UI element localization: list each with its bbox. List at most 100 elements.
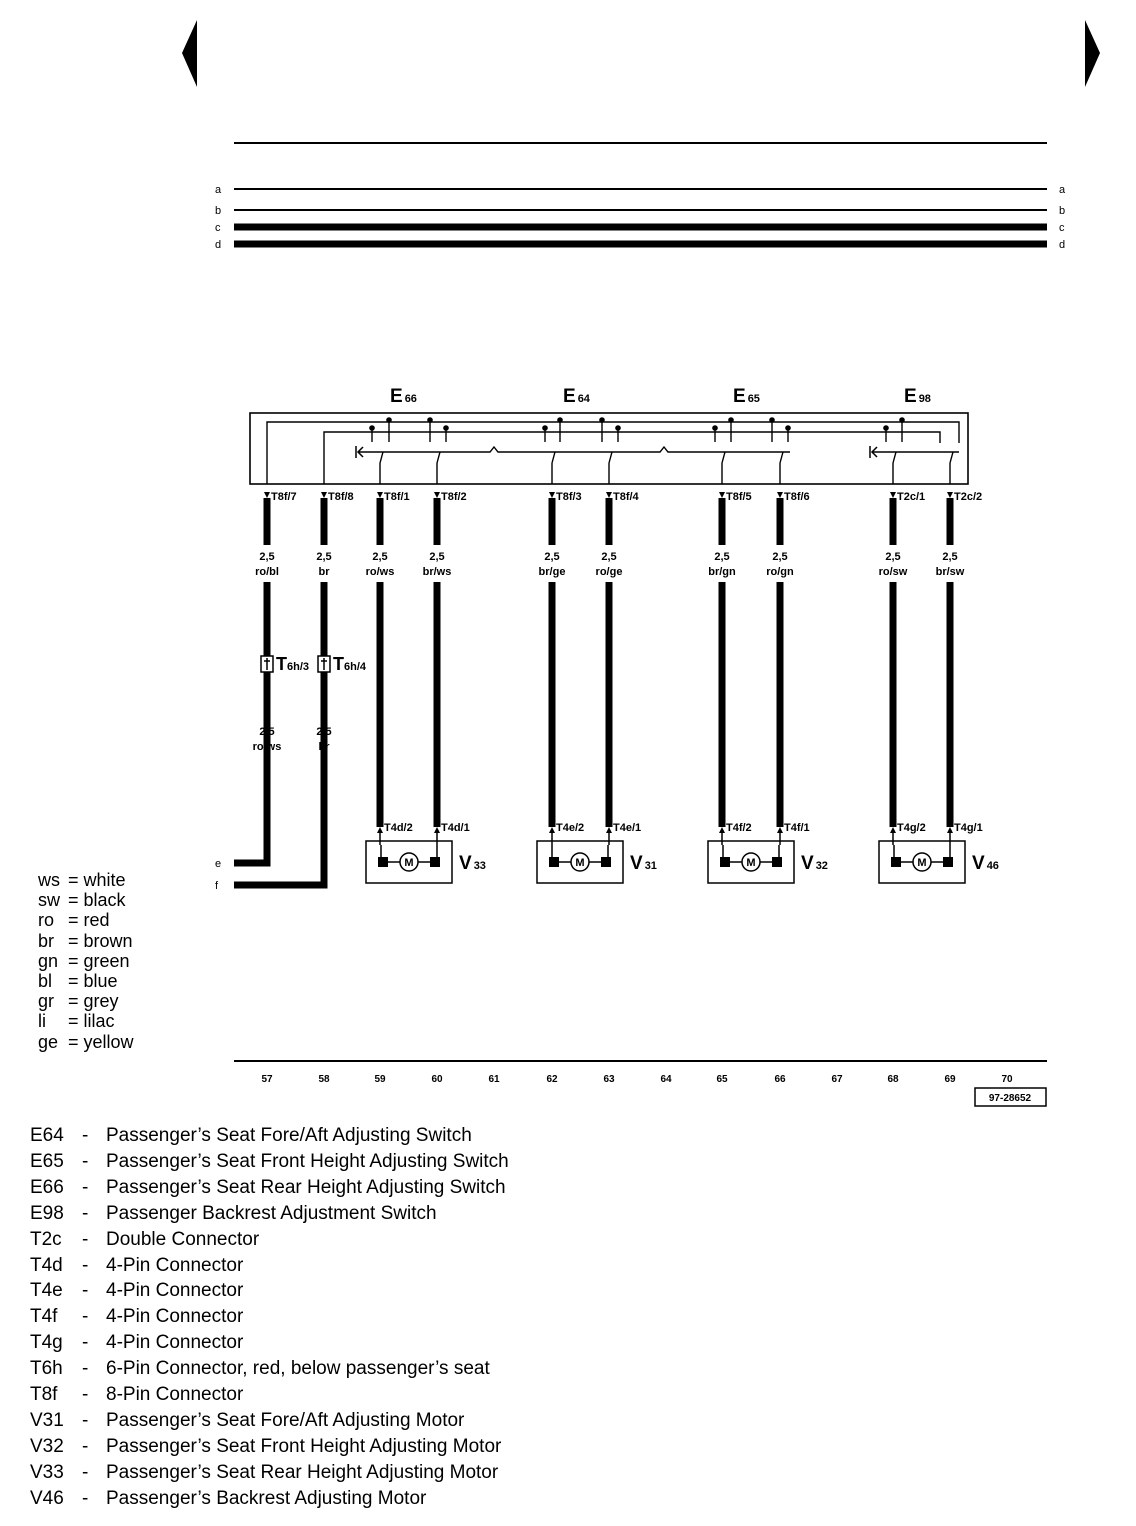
key-code: T4e <box>30 1280 63 1302</box>
motor-pin-arrow <box>606 827 612 833</box>
track-number: 70 <box>1001 1074 1013 1085</box>
motor-housing <box>536 840 624 884</box>
motor-brush <box>720 857 730 867</box>
wire-pin-label: T2c/2 <box>954 491 982 503</box>
key-row-v46: V46-Passenger’s Backrest Adjusting Motor <box>30 1488 426 1510</box>
key-dash: - <box>82 1384 89 1405</box>
key-dash: - <box>82 1280 89 1302</box>
motor-brush <box>378 857 388 867</box>
figure-code: 97-28652 <box>989 1093 1032 1104</box>
busbar-c: c c <box>215 222 1065 234</box>
busbar-a-label-left: a <box>215 184 222 196</box>
wire-pin-arrow <box>434 492 440 498</box>
track-number: 63 <box>603 1074 615 1085</box>
busbar-b-label-left: b <box>215 205 221 217</box>
switch-contact-dots <box>369 417 905 431</box>
key-code: T4f <box>30 1306 58 1328</box>
key-description: Passenger’s Seat Front Height Adjusting … <box>106 1150 509 1172</box>
track-number: 57 <box>261 1074 273 1085</box>
key-row-t6h: T6h-6-Pin Connector, red, below passenge… <box>30 1358 490 1380</box>
key-row-t4e: T4e-4-Pin Connector <box>30 1280 243 1302</box>
wire-color-label: ro/gn <box>766 566 794 578</box>
key-description: Passenger’s Backrest Adjusting Motor <box>106 1487 427 1509</box>
wire-f-to-terminal <box>234 692 328 889</box>
key-dash: - <box>82 1150 89 1172</box>
busbar-c-label-left: c <box>215 222 221 234</box>
motor-brush <box>549 857 559 867</box>
motor-pin-label: T4g/1 <box>954 822 983 834</box>
wire-pin-label: T8f/3 <box>556 491 582 503</box>
busbar-d-label-right: d <box>1059 239 1065 251</box>
motor-pin-arrow <box>777 827 783 833</box>
key-row-e66: E66-Passenger’s Seat Rear Height Adjusti… <box>30 1177 506 1199</box>
terminal-f-label: f <box>215 880 219 892</box>
wire-pin-label: T2c/1 <box>897 491 925 503</box>
key-dash: - <box>82 1332 89 1354</box>
key-code: T2c <box>30 1228 62 1250</box>
busbar-a-label-right: a <box>1059 184 1066 196</box>
legend-code: sw <box>38 890 60 911</box>
wire-size-label: 2,5 <box>429 551 444 563</box>
wire-size-label: 2,5 <box>372 551 387 563</box>
wire-size-label: 2,5 <box>601 551 616 563</box>
key-row-t4f: T4f-4-Pin Connector <box>30 1306 243 1328</box>
key-description: 4-Pin Connector <box>106 1306 244 1328</box>
key-dash: - <box>82 1254 89 1276</box>
key-description: Passenger Backrest Adjustment Switch <box>106 1202 437 1224</box>
switch-actuator-icon <box>355 446 878 458</box>
wire-pin-arrow <box>606 492 612 498</box>
wire-pin-arrow <box>549 492 555 498</box>
key-row-e65: E65-Passenger’s Seat Front Height Adjust… <box>30 1151 509 1173</box>
page-forward-arrow-icon[interactable] <box>1085 20 1100 87</box>
motor-pin-arrow <box>377 827 383 833</box>
key-description: Passenger’s Seat Rear Height Adjusting S… <box>106 1176 506 1198</box>
key-row-v33: V33-Passenger’s Seat Rear Height Adjusti… <box>30 1462 498 1484</box>
motor-symbol: M <box>404 857 413 869</box>
busbar-d-label-left: d <box>215 239 221 251</box>
track-number: 66 <box>774 1074 786 1085</box>
track-number: 60 <box>431 1074 443 1085</box>
terminal-e-label: e <box>215 858 221 870</box>
key-description: 8-Pin Connector <box>106 1384 244 1405</box>
legend-code: gn <box>38 950 59 971</box>
key-dash: - <box>82 1435 89 1457</box>
key-description: Passenger’s Seat Fore/Aft Adjusting Swit… <box>106 1125 472 1146</box>
wire-color-label: br <box>319 566 331 578</box>
track-number: 58 <box>318 1074 330 1085</box>
motor-brush <box>430 857 440 867</box>
key-code: E98 <box>30 1202 64 1224</box>
page-back-arrow-icon[interactable] <box>182 20 197 87</box>
legend-code: bl <box>38 971 53 991</box>
wire-pin-label: T8f/2 <box>441 491 467 503</box>
key-code: V31 <box>30 1409 64 1431</box>
legend-item-li: li= lilac <box>38 1011 115 1031</box>
motor-pin-label: T4e/2 <box>556 822 584 834</box>
busbar-b-label-right: b <box>1059 205 1065 217</box>
wire-pin-label: T8f/8 <box>328 491 354 503</box>
key-row-e64: E64-Passenger’s Seat Fore/Aft Adjusting … <box>30 1125 472 1147</box>
key-code: T6h <box>30 1358 63 1380</box>
motor-pin-arrow <box>947 827 953 833</box>
legend-name: yellow <box>83 1031 134 1052</box>
key-description: 4-Pin Connector <box>106 1332 244 1354</box>
key-code: T4g <box>30 1332 63 1354</box>
wire-pin-label: T8f/7 <box>271 491 297 503</box>
key-code: E66 <box>30 1176 64 1198</box>
motor-symbol: M <box>575 857 584 869</box>
motor-brush <box>943 857 953 867</box>
key-description: Double Connector <box>106 1228 260 1250</box>
key-dash: - <box>82 1202 89 1224</box>
legend-name: white <box>83 870 126 890</box>
track-number: 65 <box>716 1074 728 1085</box>
wire-size-label: 2,5 <box>259 551 274 563</box>
motor-pin-label: T4f/2 <box>726 822 752 834</box>
motor-pin-arrow <box>890 827 896 833</box>
wire-size-label: 2,5 <box>544 551 559 563</box>
